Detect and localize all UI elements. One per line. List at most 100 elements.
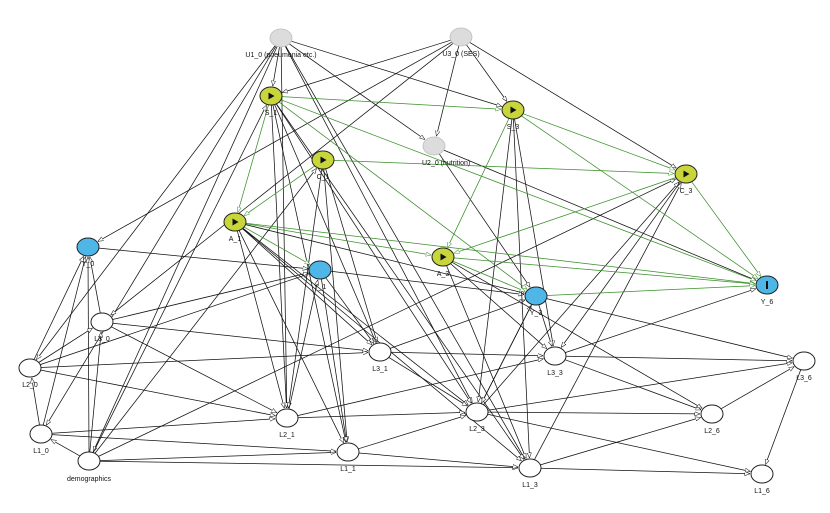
edge-u1-0-to-l2-3[interactable] bbox=[284, 46, 473, 403]
edge-l2-3-to-l3-6[interactable] bbox=[487, 363, 792, 411]
node-l3-3[interactable]: L3_3 bbox=[543, 346, 567, 377]
edge-c-1-to-c-3[interactable] bbox=[333, 160, 674, 173]
node-s-3[interactable]: S_3 bbox=[501, 100, 525, 131]
edge-s-3-to-y-6[interactable] bbox=[521, 115, 757, 279]
node-c-3[interactable]: C_3 bbox=[674, 164, 698, 195]
edge-l3-0-to-l2-1[interactable] bbox=[111, 326, 276, 414]
edge-u1-0-to-u2-0[interactable] bbox=[289, 43, 425, 140]
edge-c-3-to-y-6[interactable] bbox=[691, 181, 761, 277]
node-y-3-shape[interactable] bbox=[524, 286, 548, 306]
edge-l3-0-to-y-0[interactable] bbox=[90, 257, 101, 314]
edge-u1-0-to-l1-0[interactable] bbox=[46, 45, 277, 425]
edge-y-0-to-y-1[interactable] bbox=[98, 247, 308, 269]
node-l2-6[interactable]: L2_6 bbox=[700, 404, 724, 435]
edge-l3-3-to-y-6[interactable] bbox=[565, 289, 756, 353]
edge-y-1-to-l3-1[interactable] bbox=[325, 277, 374, 344]
node-u2-0[interactable]: U2_0 (nutrition) bbox=[422, 136, 470, 167]
node-l1-6[interactable]: L1_6 bbox=[750, 464, 774, 495]
edge-u3-0-to-y-0[interactable] bbox=[98, 41, 453, 241]
edge-u1-0-to-demographics[interactable] bbox=[92, 46, 278, 451]
node-y-1[interactable]: Y_1 bbox=[308, 260, 332, 291]
edge-l3-3-to-l2-6[interactable] bbox=[564, 359, 701, 410]
edge-demographics-to-c-3[interactable] bbox=[98, 178, 676, 457]
edge-u3-0-to-s-1[interactable] bbox=[282, 39, 451, 92]
node-y-0[interactable]: Y_0 bbox=[76, 237, 100, 268]
edge-l3-6-to-l1-6[interactable] bbox=[766, 369, 802, 465]
node-l3-1[interactable]: L3_1 bbox=[368, 342, 392, 373]
edge-s-1-to-l3-1[interactable] bbox=[274, 104, 377, 343]
edge-l1-0-to-y-0[interactable] bbox=[42, 257, 85, 426]
edge-l2-3-to-l2-6[interactable] bbox=[487, 412, 700, 414]
edge-l2-0-to-y-1[interactable] bbox=[40, 274, 309, 365]
edge-c-1-to-l2-1[interactable] bbox=[288, 168, 323, 408]
edge-demographics-to-c-1[interactable] bbox=[94, 168, 317, 454]
edge-u1-0-to-l1-3[interactable] bbox=[285, 45, 525, 459]
edge-y-3-to-l3-3[interactable] bbox=[538, 304, 552, 347]
edge-demographics-to-s-1[interactable] bbox=[92, 105, 267, 453]
edge-a-1-to-y-3[interactable] bbox=[245, 224, 525, 294]
edge-a-1-to-a-3[interactable] bbox=[245, 223, 431, 255]
node-l3-0-shape[interactable] bbox=[90, 312, 114, 332]
node-y-0-shape[interactable] bbox=[76, 237, 100, 257]
edge-l1-1-to-l2-3[interactable] bbox=[358, 416, 466, 450]
edge-c-3-to-a-3[interactable] bbox=[454, 177, 676, 254]
edge-a-1-to-l1-1[interactable] bbox=[238, 230, 344, 442]
node-l3-1-shape[interactable] bbox=[368, 342, 392, 362]
edge-l2-1-to-l2-3[interactable] bbox=[297, 412, 465, 419]
node-l2-0[interactable]: L2_0 bbox=[18, 358, 42, 389]
edge-u2-0-to-y-3[interactable] bbox=[438, 153, 530, 287]
node-l2-6-shape[interactable] bbox=[700, 404, 724, 424]
node-l1-6-shape[interactable] bbox=[750, 464, 774, 484]
node-l1-1-shape[interactable] bbox=[336, 442, 360, 462]
edge-l1-0-to-l2-1[interactable] bbox=[51, 419, 275, 434]
edge-l2-3-to-l1-6[interactable] bbox=[487, 413, 751, 471]
edge-a-3-to-y-3[interactable] bbox=[452, 260, 526, 292]
node-l1-3-shape[interactable] bbox=[518, 458, 542, 478]
edge-l3-0-to-y-1[interactable] bbox=[112, 273, 309, 320]
edge-l3-3-to-l3-6[interactable] bbox=[565, 355, 792, 361]
node-l2-1[interactable]: L2_1 bbox=[275, 408, 299, 439]
edge-a-3-to-l2-6[interactable] bbox=[451, 261, 702, 408]
edge-y-3-to-y-6[interactable] bbox=[546, 286, 755, 296]
node-u2-0-shape[interactable] bbox=[422, 136, 446, 156]
edge-l3-1-to-y-3[interactable] bbox=[389, 300, 525, 349]
edge-c-1-to-l3-1[interactable] bbox=[325, 168, 378, 343]
edge-y-1-to-l1-1[interactable] bbox=[321, 278, 346, 442]
node-l3-0[interactable]: L3_0 bbox=[90, 312, 114, 343]
edge-l2-0-to-l3-1[interactable] bbox=[40, 353, 368, 368]
edge-u1-0-to-s-1[interactable] bbox=[273, 46, 280, 86]
edge-s-1-to-s-3[interactable] bbox=[281, 96, 501, 110]
edge-a-1-to-l2-3[interactable] bbox=[242, 227, 468, 405]
node-l2-3-shape[interactable] bbox=[465, 402, 489, 422]
edge-u1-0-to-l2-0[interactable] bbox=[36, 45, 276, 360]
edge-l1-1-to-l1-3[interactable] bbox=[358, 452, 518, 467]
edge-s-1-to-y-3[interactable] bbox=[278, 101, 527, 289]
edge-s-3-to-c-3[interactable] bbox=[522, 113, 675, 170]
node-u3-0-shape[interactable] bbox=[449, 27, 473, 47]
node-l1-3[interactable]: L1_3 bbox=[518, 458, 542, 489]
node-l3-6-shape[interactable] bbox=[792, 351, 816, 371]
edge-l2-1-to-l3-3[interactable] bbox=[297, 359, 544, 416]
edge-l1-0-to-l2-0[interactable] bbox=[32, 378, 40, 426]
node-u1-0-shape[interactable] bbox=[269, 28, 293, 48]
edge-s-3-to-a-3[interactable] bbox=[447, 118, 510, 247]
edge-a-1-to-l3-1[interactable] bbox=[242, 228, 371, 345]
edge-u3-0-to-l3-0[interactable] bbox=[111, 43, 454, 315]
edge-y-1-to-y-3[interactable] bbox=[330, 270, 524, 294]
edge-l1-0-to-l1-1[interactable] bbox=[51, 434, 336, 452]
edge-y-3-to-l2-3[interactable] bbox=[481, 304, 533, 403]
edge-a-3-to-l3-3[interactable] bbox=[450, 263, 547, 349]
node-u3-0[interactable]: U3_0 (SES) bbox=[442, 27, 480, 58]
node-l2-1-shape[interactable] bbox=[275, 408, 299, 428]
edge-demographics-to-y-0[interactable] bbox=[88, 257, 89, 453]
node-y-3[interactable]: Y_3 bbox=[524, 286, 548, 317]
edge-s-3-to-l1-3[interactable] bbox=[513, 118, 529, 458]
edge-s-1-to-a-1[interactable] bbox=[238, 104, 269, 213]
edge-l2-0-to-l2-1[interactable] bbox=[40, 369, 276, 416]
edge-demographics-to-l1-0[interactable] bbox=[51, 440, 81, 457]
node-l1-0-shape[interactable] bbox=[29, 424, 53, 444]
edge-l1-3-to-l1-6[interactable] bbox=[540, 467, 750, 473]
node-demographics[interactable]: demographics bbox=[67, 451, 111, 483]
node-demographics-shape[interactable] bbox=[77, 451, 101, 471]
edge-c-3-to-l3-3[interactable] bbox=[561, 181, 681, 348]
